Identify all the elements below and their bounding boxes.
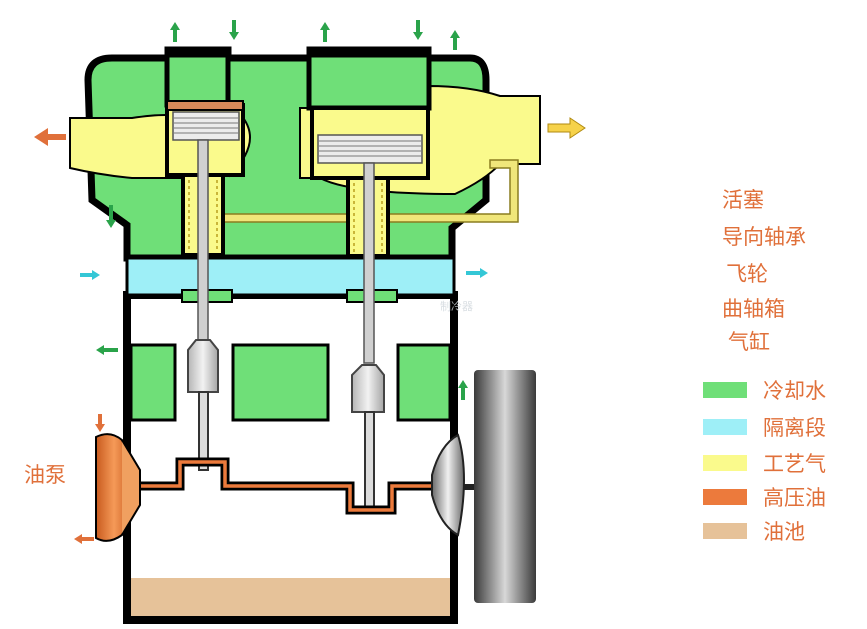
watermark: 制冷器 [440,300,473,313]
label-flywheel: 飞轮 [726,262,768,286]
oil-sump [131,578,450,616]
legend-item-cooling-water: 冷却水 [703,375,826,405]
oil-arrows [74,414,105,544]
legend-label: 油池 [763,520,805,544]
label-crankcase: 曲轴箱 [722,297,785,321]
water-arrows [96,20,468,400]
label-piston: 活塞 [722,188,764,212]
legend-label: 高压油 [763,486,826,510]
legend-item-high-pressure-oil: 高压油 [703,482,826,512]
legend-swatch [703,523,747,539]
legend-label: 冷却水 [763,379,826,403]
isolation-section [125,256,456,303]
label-oil-pump: 油泵 [24,463,66,487]
crossheads [187,339,385,513]
label-cylinder: 气缸 [728,330,770,354]
oil-pump [95,433,141,542]
isolation-arrows [80,268,488,280]
gas-outlet-arrow [34,128,66,146]
legend-item-process-gas: 工艺气 [703,448,826,478]
legend-swatch [703,382,747,398]
legend-swatch [703,489,747,505]
legend-item-oil-sump: 油池 [703,516,805,546]
legend-swatch [703,455,747,471]
legend-item-isolation: 隔离段 [703,412,826,442]
legend-label: 工艺气 [763,452,826,476]
gas-inlet-arrow [547,117,586,139]
pulley [431,433,465,537]
legend-swatch [703,419,747,435]
label-guide-bearing: 导向轴承 [722,225,806,249]
flywheel [474,370,536,603]
crankcase-water-blocks [129,343,452,422]
legend-label: 隔离段 [763,416,826,440]
